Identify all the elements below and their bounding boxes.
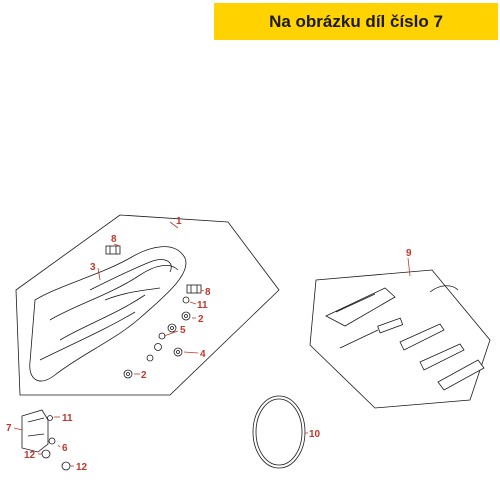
callout-11a: 11 [197, 300, 208, 311]
tool-kit-tools [325, 285, 485, 391]
nut-12a [41, 449, 51, 459]
seat-hardware [105, 245, 202, 379]
banner-text: Na obrázku díl číslo 7 [269, 11, 443, 31]
seat-illustration [29, 246, 187, 382]
callout-2b: 2 [141, 370, 147, 381]
seat-group-frame [15, 214, 280, 396]
callout-12b: 12 [76, 462, 88, 473]
callout-7: 7 [6, 423, 12, 434]
hinge-bracket-8b [186, 284, 202, 294]
callout-9: 9 [406, 248, 412, 259]
callout-2a: 2 [198, 314, 204, 325]
callout-1: 1 [176, 216, 182, 227]
callout-11b: 11 [62, 413, 73, 424]
rubber-band-part-10 [252, 395, 306, 469]
leader-lines [13, 221, 411, 467]
callout-4: 4 [200, 349, 206, 360]
callout-5: 5 [180, 325, 186, 336]
bracket-part-7 [21, 409, 56, 453]
part-info-banner: Na obrázku díl číslo 7 [214, 3, 498, 40]
hinge-bracket-8a [105, 245, 121, 255]
callout-12a: 12 [24, 450, 36, 461]
callout-8a: 8 [111, 234, 117, 245]
callout-6: 6 [62, 443, 68, 454]
callout-3: 3 [90, 262, 96, 273]
callout-labels: 1 2 2 3 4 5 6 7 8 8 9 10 11 11 12 12 [6, 216, 412, 473]
tool-kit-frame [309, 269, 491, 409]
nut-12b [61, 461, 71, 471]
callout-8b: 8 [205, 287, 211, 298]
callout-10: 10 [309, 429, 321, 440]
